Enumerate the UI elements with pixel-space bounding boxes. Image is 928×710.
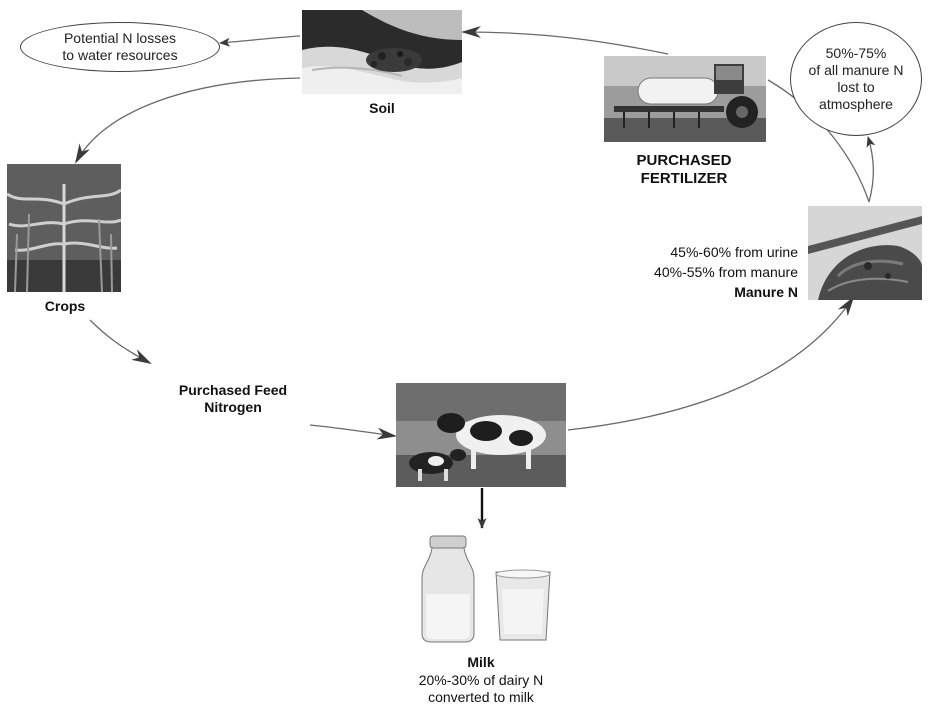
milk-detail: 20%-30% of dairy N converted to milk (418, 672, 544, 705)
atmosphere-losses-text: 50%-75% of all manure N lost to atmosphe… (808, 45, 904, 112)
manure-pile-icon (808, 206, 922, 300)
holstein-cows-icon (396, 383, 566, 487)
purchased-feed-label: Purchased Feed Nitrogen (178, 382, 288, 415)
arrow-cows-to-manure (567, 296, 855, 431)
water-losses-bubble: Potential N losses to water resources (20, 22, 220, 72)
soil-label: Soil (369, 100, 395, 116)
manure-title: Manure N (734, 284, 798, 300)
manure-photo (808, 206, 922, 300)
manure-urine-text: 45%-60% from urine (670, 244, 798, 260)
fertilizer-photo (604, 56, 766, 142)
manure-manure-text: 40%-55% from manure (654, 264, 798, 280)
arrow-soil-to-crops (75, 77, 301, 164)
atmosphere-losses-bubble: 50%-75% of all manure N lost to atmosphe… (790, 22, 922, 136)
arrow-soil-to-water-losses (219, 35, 301, 47)
hands-holding-soil-icon (302, 10, 462, 94)
water-losses-text: Potential N losses to water resources (62, 30, 178, 63)
milk-photo (414, 534, 554, 644)
tractor-fertilizer-tank-icon (604, 56, 766, 142)
milk-title: Milk (467, 654, 495, 670)
cows-photo (396, 383, 566, 487)
arrow-manure-to-atmosphere (866, 136, 876, 203)
soil-photo (302, 10, 462, 94)
arrow-fertilizer-curve (767, 79, 870, 203)
arrow-fertilizer-to-soil (461, 26, 669, 55)
arrow-crops-to-feed (89, 319, 152, 364)
crops-photo (7, 164, 121, 292)
corn-crop-icon (7, 164, 121, 292)
fertilizer-label: PURCHASED FERTILIZER (636, 152, 732, 187)
milk-bottle-and-glass-icon (414, 534, 554, 644)
arrow-feed-to-cows (309, 424, 397, 440)
crops-label: Crops (44, 298, 86, 314)
